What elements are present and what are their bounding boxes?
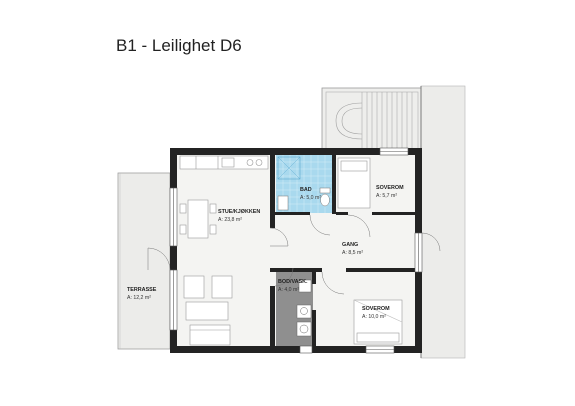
room-name-stue: STUE/KJØKKEN	[218, 209, 260, 215]
room-area-soverom2: A: 10,0 m²	[362, 314, 386, 320]
bedroom1-bed	[337, 157, 371, 209]
door-swings	[147, 214, 441, 295]
room-area-bod: A: 4,0 m²	[278, 287, 299, 293]
room-area-stue: A: 23,8 m²	[218, 217, 242, 223]
stair-structure	[321, 87, 423, 155]
room-area-terrasse: A: 12,2 m²	[127, 295, 151, 301]
room-name-bod: BOD/VASK.	[278, 279, 308, 285]
room-area-bad: A: 5,0 m²	[300, 195, 321, 201]
dining-table	[179, 199, 217, 239]
plan-title: B1 - Leilighet D6	[116, 36, 242, 55]
bathroom-floor	[276, 155, 333, 213]
room-area-gang: A: 8,5 m²	[342, 250, 363, 256]
kitchen-counter	[179, 155, 269, 170]
right-strip	[420, 85, 466, 359]
walls	[170, 148, 422, 353]
windows	[169, 147, 423, 354]
living-furniture	[183, 275, 233, 346]
room-area-soverom1: A: 5,7 m²	[376, 193, 397, 199]
terrace	[117, 172, 171, 350]
room-name-soverom1: SOVEROM	[376, 185, 404, 191]
bedroom2-bed	[353, 299, 403, 345]
room-name-terrasse: TERRASSE	[127, 287, 157, 293]
room-name-gang: GANG	[342, 242, 358, 248]
room-name-bad: BAD	[300, 187, 312, 193]
room-name-soverom2: SOVEROM	[362, 306, 390, 312]
